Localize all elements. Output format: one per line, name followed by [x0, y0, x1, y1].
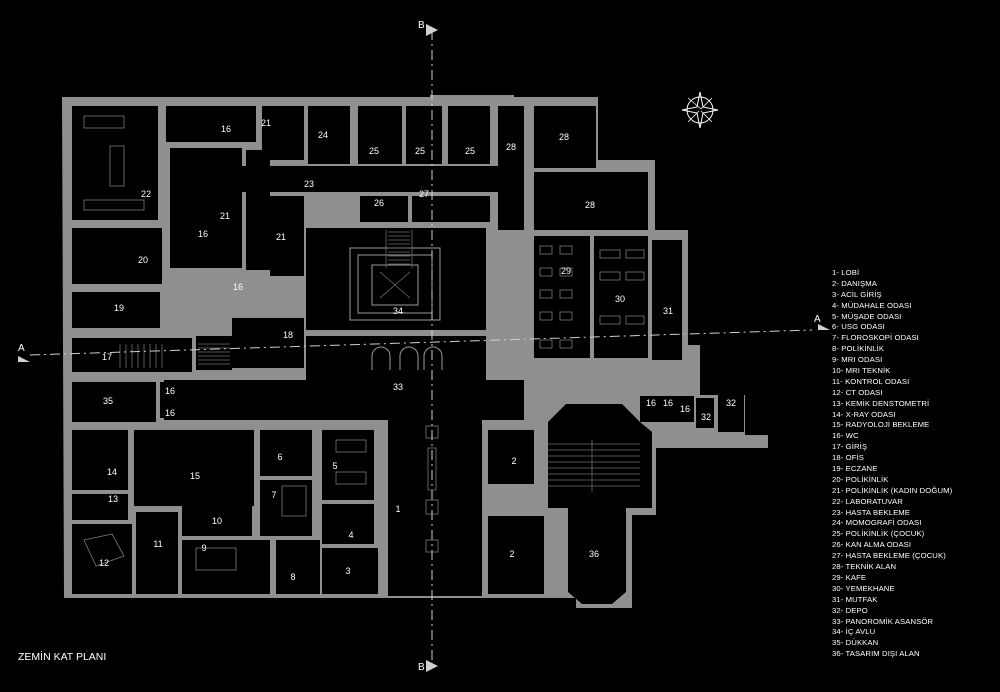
- legend-item: 11- KONTROL ODASI: [832, 376, 910, 386]
- room-number: 2: [509, 549, 514, 559]
- room-number: 19: [114, 303, 124, 313]
- legend-item: 19- ECZANE: [832, 464, 878, 474]
- legend-item: 14- X-RAY ODASI: [832, 409, 896, 419]
- section-mark-a-left: A: [18, 343, 25, 354]
- legend-item: 4- MÜDAHALE ODASI: [832, 300, 912, 310]
- room-number: 21: [276, 232, 286, 242]
- room-number: 25: [415, 146, 425, 156]
- room-number: 9: [201, 543, 206, 553]
- room-number: 2: [511, 456, 516, 466]
- room-number-labels: 1 2 2 3 4 5 6 7 8 9 10 11 12 13 14 15 16…: [99, 118, 736, 582]
- legend-item: 15- RADYOLOJİ BEKLEME: [832, 420, 930, 430]
- legend-item: 25- POLİKİNLİK (ÇOCUK): [832, 529, 925, 539]
- room-number: 36: [589, 549, 599, 559]
- room-number: 22: [141, 189, 151, 199]
- room-number: 26: [374, 198, 384, 208]
- room-number: 28: [559, 132, 569, 142]
- room-number: 16: [680, 404, 690, 414]
- room-number: 5: [332, 461, 337, 471]
- legend-item: 3- ACİL GİRİŞ: [832, 289, 882, 299]
- room-number: 16: [646, 398, 656, 408]
- legend-item: 13- KEMİK DENSTOMETRİ: [832, 398, 930, 408]
- legend-item: 1- LOBİ: [832, 268, 860, 277]
- room-number: 28: [585, 200, 595, 210]
- room-number: 12: [99, 558, 109, 568]
- section-mark-a-right: A: [814, 314, 821, 325]
- section-mark-b-top: B: [418, 20, 425, 31]
- rooms: [72, 106, 744, 604]
- plan-title: ZEMİN KAT PLANI: [18, 651, 107, 663]
- room-number: 17: [102, 352, 112, 362]
- section-axes: B B A A: [18, 20, 830, 673]
- legend-item: 29- KAFE: [832, 572, 867, 582]
- room-number: 16: [221, 124, 231, 134]
- room-number: 25: [369, 146, 379, 156]
- room-number: 3: [345, 566, 350, 576]
- legend-item: 22- LABORATUVAR: [832, 496, 903, 506]
- legend-item: 18- OFİS: [832, 453, 864, 463]
- legend-item: 34- İÇ AVLU: [832, 627, 876, 637]
- room-number: 4: [348, 530, 353, 540]
- room-number: 32: [726, 398, 736, 408]
- legend-item: 33- PANOROMİK ASANSÖR: [832, 616, 934, 626]
- legend-item: 21- POLİKİNLİK (KADIN DOĞUM): [832, 485, 953, 495]
- legend-item: 6- USG ODASI: [832, 322, 885, 332]
- room-number: 21: [220, 211, 230, 221]
- room-number: 6: [277, 452, 282, 462]
- legend-item: 23- HASTA BEKLEME: [832, 507, 911, 517]
- room-number: 14: [107, 467, 117, 477]
- legend-item: 31- MUTFAK: [832, 594, 878, 604]
- room-number: 16: [198, 229, 208, 239]
- legend-item: 30- YEMEKHANE: [832, 583, 895, 593]
- legend-item: 26- KAN ALMA ODASI: [832, 540, 912, 550]
- room-number: 24: [318, 130, 328, 140]
- legend-item: 9- MRI ODASI: [832, 355, 883, 365]
- room-number: 13: [108, 494, 118, 504]
- room-number: 16: [165, 386, 175, 396]
- legend-item: 7- FLOROSKOPİ ODASI: [832, 333, 919, 343]
- legend-item: 24- MOMOGRAFİ ODASI: [832, 518, 922, 528]
- legend-item: 17- GİRİŞ: [832, 442, 868, 452]
- room-number: 32: [701, 412, 711, 422]
- legend-item: 16- WC: [832, 431, 859, 441]
- legend-item: 27- HASTA BEKLEME (ÇOCUK): [832, 551, 946, 561]
- room-number: 16: [233, 282, 243, 292]
- room-number: 18: [283, 330, 293, 340]
- section-mark-b-bottom: B: [418, 662, 425, 673]
- legend-item: 32- DEPO: [832, 605, 868, 615]
- legend-item: 2- DANIŞMA: [832, 278, 877, 288]
- room-number: 7: [271, 490, 276, 500]
- room-number: 27: [419, 189, 429, 199]
- legend-item: 36- TASARIM DIŞI ALAN: [832, 649, 920, 659]
- room-number: 16: [165, 408, 175, 418]
- room-number: 10: [212, 516, 222, 526]
- north-arrow-icon: [681, 91, 719, 129]
- legend-item: 20- POLİKİNLİK: [832, 474, 889, 484]
- room-legend: 1- LOBİ 2- DANIŞMA 3- ACİL GİRİŞ 4- MÜDA…: [832, 268, 992, 660]
- legend-item: 35- DÜKKAN: [832, 638, 879, 648]
- room-number: 20: [138, 255, 148, 265]
- legend-item: 8- POLİKİNLİK: [832, 344, 885, 354]
- room-number: 25: [465, 146, 475, 156]
- room-number: 23: [304, 179, 314, 189]
- room-number: 8: [290, 572, 295, 582]
- legend-item: 28- TEKNİK ALAN: [832, 562, 897, 572]
- legend-item: 5- MÜŞADE ODASI: [832, 311, 902, 321]
- room-number: 34: [393, 306, 403, 316]
- room-number: 35: [103, 396, 113, 406]
- room-number: 33: [393, 382, 403, 392]
- legend-item: 10- MRI TEKNİK: [832, 366, 891, 376]
- room-number: 16: [663, 398, 673, 408]
- room-number: 28: [506, 142, 516, 152]
- room-number: 30: [615, 294, 625, 304]
- room-number: 31: [663, 306, 673, 316]
- room-number: 11: [153, 539, 162, 549]
- legend-item: 12- CT ODASI: [832, 387, 883, 397]
- room-number: 1: [395, 504, 400, 514]
- room-number: 21: [261, 118, 271, 128]
- room-number: 29: [561, 266, 571, 276]
- room-number: 15: [190, 471, 200, 481]
